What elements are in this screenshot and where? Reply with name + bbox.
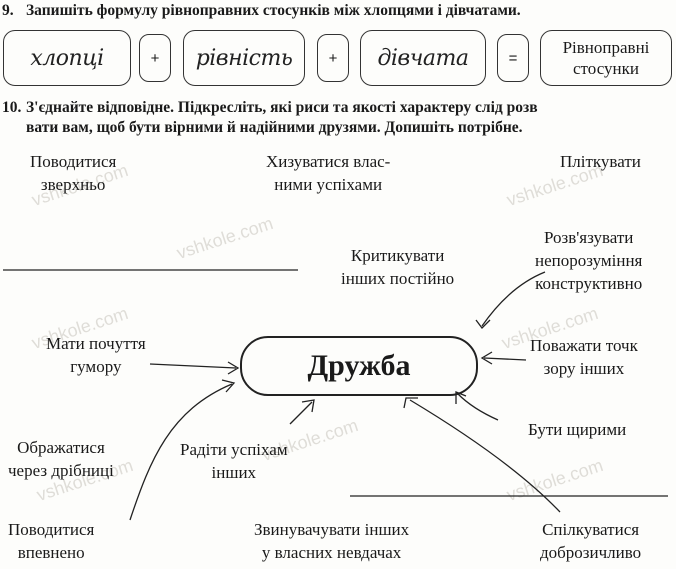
trait-line: Радіти успіхам — [180, 440, 288, 459]
arrow-humor — [149, 363, 237, 369]
task10-heading: 10.З'єднайте відповідне. Підкресліть, як… — [2, 98, 538, 138]
formula-term1: хлопці — [30, 45, 104, 71]
trait-line: у власних невдачах — [261, 543, 402, 562]
trait-line: Звинувачувати інших — [254, 520, 410, 539]
trait-line: Розв'язувати — [543, 228, 634, 247]
trait-line: Критикувати — [350, 246, 445, 265]
trait-line: ними успіхами — [274, 175, 383, 194]
formula-term2: рівність — [195, 45, 293, 71]
arrowhead — [221, 379, 236, 393]
arrowhead — [480, 351, 493, 365]
trait-criticize[interactable]: Критикувати інших постійно — [341, 244, 454, 290]
task10-number: 10. — [2, 99, 22, 116]
formula-term2-box[interactable]: рівність — [183, 30, 305, 86]
trait-respect[interactable]: Поважати точк зору інших — [530, 334, 638, 380]
trait-offended[interactable]: Ображатися через дрібниці — [8, 436, 114, 482]
trait-line: Спілкуватися — [542, 520, 640, 539]
trait-line: Пліткувати — [560, 152, 641, 171]
formula-op3: = — [508, 49, 518, 67]
task9-number: 9. — [2, 2, 14, 19]
trait-line: Поводитися — [8, 520, 95, 539]
trait-line: інших постійно — [341, 269, 455, 288]
trait-line: Мати почуття — [46, 334, 146, 353]
trait-line: зверхньо — [40, 175, 106, 194]
formula-op1: + — [150, 49, 160, 67]
arrow-friendly — [409, 399, 561, 513]
trait-line: Хизуватися влас- — [266, 152, 391, 171]
task10-text-line1: З'єднайте відповідне. Підкресліть, які р… — [26, 99, 538, 116]
arrowhead — [403, 397, 418, 409]
trait-line: Поводитися — [30, 152, 117, 171]
arrow-resolve — [481, 271, 546, 327]
trait-line: доброзичливо — [540, 543, 642, 562]
formula-op2-box: + — [317, 34, 349, 82]
formula-result-line1: Рівноправні — [562, 38, 650, 57]
trait-rejoice[interactable]: Радіти успіхам інших — [180, 438, 288, 484]
trait-resolve[interactable]: Розв'язувати непорозуміння конструктивно — [535, 226, 642, 295]
trait-arrogant[interactable]: Поводитися зверхньо — [30, 150, 116, 196]
task9-heading: 9. Запишіть формулу рівноправних стосункі… — [2, 1, 521, 21]
trait-gossip[interactable]: Пліткувати — [560, 150, 641, 173]
formula-result-line2: стосунки — [573, 59, 639, 78]
trait-blame[interactable]: Звинувачувати інших у власних невдачах — [254, 518, 409, 564]
trait-line: непорозуміння — [535, 251, 643, 270]
trait-friendly[interactable]: Спілкуватися доброзичливо — [540, 518, 641, 564]
trait-boasting[interactable]: Хизуватися влас- ними успіхами — [266, 150, 390, 196]
arrow-confident — [129, 383, 233, 521]
trait-line: гумору — [70, 357, 122, 376]
trait-line: зору інших — [543, 359, 625, 378]
center-friendship-label: Дружба — [307, 349, 411, 382]
formula-op2: + — [328, 49, 338, 67]
formula-op1-box: + — [139, 34, 171, 82]
arrowhead — [227, 361, 240, 375]
trait-line: Поважати точк — [530, 336, 638, 355]
formula-term3-box[interactable]: дівчата — [360, 30, 486, 86]
trait-line: через дрібниці — [8, 461, 114, 480]
trait-sincere[interactable]: Бути щирими — [528, 418, 626, 441]
trait-line: впевнено — [17, 543, 85, 562]
arrowhead — [301, 399, 315, 413]
task9-text: Запишіть формулу рівноправних стосунків … — [26, 2, 521, 19]
arrowhead — [475, 319, 491, 329]
formula-term3: дівчата — [377, 45, 469, 71]
formula-result-box: Рівноправні стосунки — [540, 30, 672, 86]
trait-line: Бути щирими — [528, 420, 627, 439]
trait-confident[interactable]: Поводитися впевнено — [8, 518, 94, 564]
formula-term1-box[interactable]: хлопці — [3, 30, 131, 86]
trait-humor[interactable]: Мати почуття гумору — [46, 332, 146, 378]
trait-line: конструктивно — [535, 274, 643, 293]
trait-line: інших — [211, 463, 257, 482]
trait-line: Ображатися — [17, 438, 105, 457]
center-friendship-box: Дружба — [240, 336, 478, 396]
formula-op3-box: = — [497, 34, 529, 82]
arrow-respect — [483, 357, 527, 361]
arrow-rejoice — [289, 401, 313, 425]
arrow-sincere — [457, 393, 499, 421]
task10-text-line2: вати вам, щоб бути вірними й надійними д… — [26, 119, 523, 136]
